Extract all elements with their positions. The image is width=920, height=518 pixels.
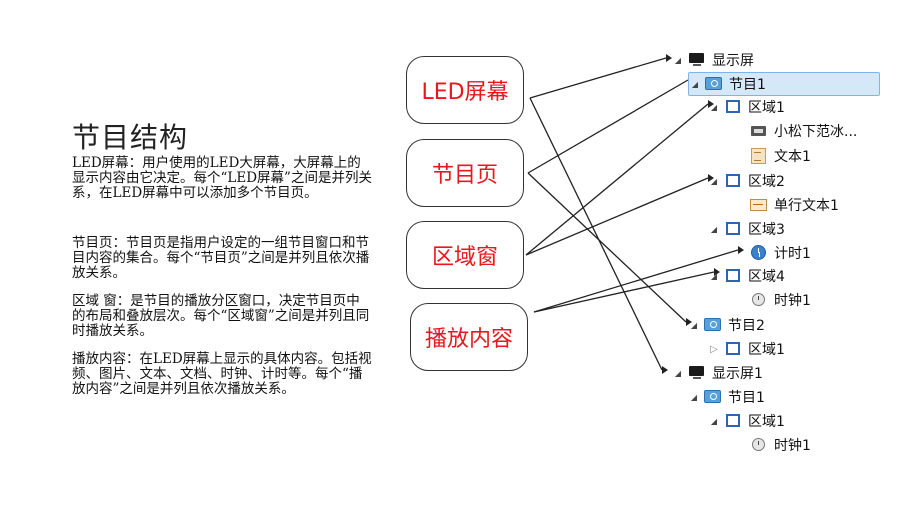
box-region-window: 区域窗 bbox=[406, 221, 524, 289]
link-region-to-area1 bbox=[525, 103, 709, 256]
tree-item-video[interactable]: 小松下范冰... bbox=[734, 120, 857, 142]
expand-arrow-icon[interactable]: ◢ bbox=[690, 392, 698, 402]
clock-icon bbox=[750, 437, 768, 453]
monitor-icon bbox=[688, 52, 706, 68]
expand-arrow-icon[interactable]: ◢ bbox=[674, 368, 682, 378]
region-icon bbox=[724, 268, 742, 284]
box-play-content: 播放内容 bbox=[410, 303, 528, 371]
expand-arrow-icon[interactable]: ◢ bbox=[674, 55, 682, 65]
tree-item-screen[interactable]: ◢ 显示屏 bbox=[672, 49, 754, 71]
tree-item-program1[interactable]: ◢ 节目1 bbox=[688, 72, 880, 96]
tree-item-area4[interactable]: ◢ 区域4 bbox=[708, 265, 785, 287]
tree-item-area2[interactable]: ◢ 区域2 bbox=[708, 170, 785, 192]
description-region-window: 区域 窗：是节目的播放分区窗口，决定节目页中的布局和叠放层次。每个“区域窗”之间… bbox=[72, 293, 370, 339]
program-icon bbox=[704, 317, 722, 333]
region-icon bbox=[724, 413, 742, 429]
region-icon bbox=[724, 99, 742, 115]
description-program-page: 节目页：节目页是指用户设定的一组节目窗口和节目内容的集合。每个“节目页”之间是并… bbox=[72, 235, 370, 281]
region-icon bbox=[724, 341, 742, 357]
link-page-to-program2 bbox=[527, 172, 687, 323]
expand-arrow-icon[interactable]: ◢ bbox=[710, 102, 718, 112]
tree-item-screen1-program1[interactable]: ◢ 节目1 bbox=[688, 386, 765, 408]
page-title: 节目结构 bbox=[72, 121, 189, 154]
box-led-screen: LED屏幕 bbox=[406, 56, 524, 124]
timer-icon bbox=[750, 245, 768, 261]
link-led-to-screen bbox=[529, 57, 667, 99]
link-content-to-area4 bbox=[533, 271, 715, 313]
expand-arrow-icon[interactable]: ◢ bbox=[690, 320, 698, 330]
single-line-text-icon bbox=[750, 197, 768, 213]
description-play-content: 播放内容：在LED屏幕上显示的具体内容。包括视频、图片、文本、文档、时钟、计时等… bbox=[72, 351, 372, 397]
clock-icon bbox=[750, 292, 768, 308]
expand-arrow-icon[interactable]: ◢ bbox=[710, 224, 718, 234]
expand-arrow-icon[interactable]: ◢ bbox=[691, 79, 699, 89]
tree-item-clock1[interactable]: 时钟1 bbox=[734, 289, 811, 311]
link-region-to-area2 bbox=[525, 177, 709, 256]
program-icon bbox=[704, 389, 722, 405]
expand-arrow-icon[interactable]: ◢ bbox=[710, 416, 718, 426]
link-led-to-screen1 bbox=[529, 97, 663, 371]
text-icon bbox=[750, 148, 768, 164]
tree-item-text1[interactable]: 文本1 bbox=[734, 145, 811, 167]
description-led-screen: LED屏幕：用户使用的LED大屏幕，大屏幕上的显示内容由它决定。每个“LED屏幕… bbox=[72, 155, 372, 201]
video-icon bbox=[750, 123, 768, 139]
tree-item-screen1[interactable]: ◢ 显示屏1 bbox=[672, 362, 763, 384]
collapse-arrow-icon[interactable]: ▷ bbox=[710, 343, 718, 355]
tree-item-program2[interactable]: ◢ 节目2 bbox=[688, 314, 765, 336]
tree-item-screen1-clock1[interactable]: 时钟1 bbox=[734, 434, 811, 456]
tree-item-screen1-area1[interactable]: ◢ 区域1 bbox=[708, 410, 785, 432]
region-icon bbox=[724, 221, 742, 237]
monitor-icon bbox=[688, 365, 706, 381]
tree-item-program2-area1[interactable]: ▷ 区域1 bbox=[708, 338, 785, 360]
expand-arrow-icon[interactable]: ◢ bbox=[710, 271, 718, 281]
expand-arrow-icon[interactable]: ◢ bbox=[710, 176, 718, 186]
box-program-page: 节目页 bbox=[406, 139, 524, 207]
program-icon bbox=[705, 76, 723, 92]
tree-item-timer[interactable]: 计时1 bbox=[734, 242, 811, 264]
link-page-to-program1 bbox=[527, 79, 689, 174]
tree-item-area3[interactable]: ◢ 区域3 bbox=[708, 218, 785, 240]
tree-item-single-line-text[interactable]: 单行文本1 bbox=[734, 194, 839, 216]
tree-item-area1[interactable]: ◢ 区域1 bbox=[708, 96, 785, 118]
region-icon bbox=[724, 173, 742, 189]
